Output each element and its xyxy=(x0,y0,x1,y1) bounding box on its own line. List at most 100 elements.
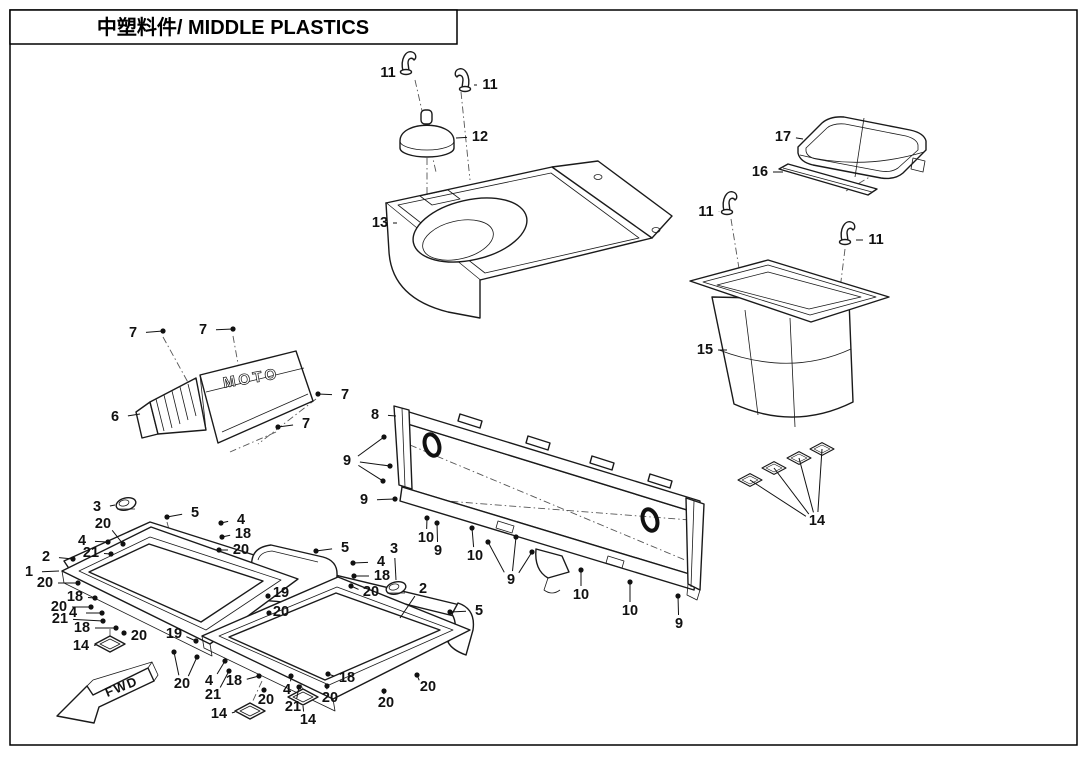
callout-label-21: 21 xyxy=(205,687,221,703)
leader-line xyxy=(518,551,533,574)
callout-label-2: 2 xyxy=(42,549,50,565)
callout-label-20: 20 xyxy=(131,628,147,644)
fastener-dot xyxy=(381,434,387,440)
fastener-dot xyxy=(105,539,111,545)
leader-line xyxy=(387,414,397,417)
leader-line xyxy=(512,536,517,572)
fastener-dot xyxy=(160,328,166,334)
title-box: 中塑料件/ MIDDLE PLASTICS xyxy=(9,9,458,45)
fastener-dot xyxy=(266,610,272,616)
leader-line xyxy=(231,711,236,714)
callout-label-17: 17 xyxy=(775,129,791,145)
leader-line xyxy=(111,530,124,545)
fastener-dot xyxy=(226,668,232,674)
fastener-dot xyxy=(529,549,535,555)
callout-label-18: 18 xyxy=(226,673,242,689)
fastener-dot xyxy=(261,687,267,693)
leader-line xyxy=(487,541,505,573)
callout-label-21: 21 xyxy=(83,545,99,561)
fastener-dot xyxy=(675,593,681,599)
fastener-dot xyxy=(447,609,453,615)
callout-label-1: 1 xyxy=(25,564,33,580)
callout-label-9: 9 xyxy=(675,616,683,632)
fastener-dot xyxy=(414,672,420,678)
fastener-dot xyxy=(296,684,302,690)
fastener-dot xyxy=(120,541,126,547)
fastener-dot xyxy=(230,326,236,332)
fastener-dot xyxy=(216,547,222,553)
callout-label-18: 18 xyxy=(235,526,251,542)
leader-line xyxy=(315,548,333,552)
fastener-dot xyxy=(88,604,94,610)
fastener-dot xyxy=(218,520,224,526)
leader-line xyxy=(399,70,402,72)
part-6-branded-plate: MOTO xyxy=(135,350,314,444)
leader-line xyxy=(302,705,305,712)
fastener-dot xyxy=(288,673,294,679)
leader-line xyxy=(798,457,814,513)
callout-label-21: 21 xyxy=(52,611,68,627)
callout-label-10: 10 xyxy=(418,530,434,546)
leader-line xyxy=(376,498,396,501)
leader-line xyxy=(145,330,164,333)
leader-line xyxy=(215,328,234,331)
callout-label-18: 18 xyxy=(74,620,90,636)
leader-line xyxy=(357,436,385,457)
leader-line xyxy=(41,570,60,573)
callout-label-12: 12 xyxy=(472,129,488,145)
leader-line xyxy=(219,670,230,688)
fastener-dot xyxy=(164,514,170,520)
fastener-dot xyxy=(513,534,519,540)
fastener-dot xyxy=(325,671,331,677)
callout-label-9: 9 xyxy=(507,572,515,588)
fastener-dot xyxy=(171,649,177,655)
callout-label-4: 4 xyxy=(78,533,86,549)
callout-label-3: 3 xyxy=(93,499,101,515)
callout-label-9: 9 xyxy=(360,492,368,508)
callout-label-19: 19 xyxy=(273,585,289,601)
fastener-dot xyxy=(351,573,357,579)
fastener-dot xyxy=(315,391,321,397)
fastener-dot xyxy=(113,625,119,631)
callout-label-18: 18 xyxy=(374,568,390,584)
callout-label-10: 10 xyxy=(467,548,483,564)
callout-label-20: 20 xyxy=(174,676,190,692)
fastener-dot xyxy=(469,525,475,531)
part-17-lid xyxy=(797,116,927,180)
callout-label-16: 16 xyxy=(752,164,768,180)
callout-label-13: 13 xyxy=(372,215,388,231)
callout-label-10: 10 xyxy=(622,603,638,619)
part-12-dome-plug xyxy=(399,109,455,158)
leader-line xyxy=(127,413,141,417)
callout-label-15: 15 xyxy=(697,342,713,358)
leader-line xyxy=(358,464,384,482)
leader-line xyxy=(173,651,180,676)
leader-line xyxy=(455,136,468,139)
callout-label-10: 10 xyxy=(573,587,589,603)
callout-label-20: 20 xyxy=(95,516,111,532)
fastener-dot xyxy=(108,551,114,557)
callout-label-14: 14 xyxy=(73,638,89,654)
callout-label-2: 2 xyxy=(419,581,427,597)
fastener-dot xyxy=(70,556,76,562)
fastener-dot xyxy=(265,593,271,599)
callout-label-11: 11 xyxy=(698,204,713,220)
callout-label-20: 20 xyxy=(258,692,274,708)
fastener-dot xyxy=(313,548,319,554)
callout-label-11: 11 xyxy=(482,77,497,93)
fastener-dot xyxy=(627,579,633,585)
callout-label-20: 20 xyxy=(378,695,394,711)
callout-label-9: 9 xyxy=(434,543,442,559)
fastener-dot xyxy=(256,673,262,679)
leader-line xyxy=(359,461,391,467)
leader-line xyxy=(109,504,116,507)
callout-label-4: 4 xyxy=(283,682,291,698)
callout-label-7: 7 xyxy=(199,322,207,338)
callout-label-18: 18 xyxy=(339,670,355,686)
fastener-dot xyxy=(194,654,200,660)
fastener-dot xyxy=(100,618,106,624)
callout-label-5: 5 xyxy=(341,540,349,556)
callout-label-20: 20 xyxy=(420,679,436,695)
